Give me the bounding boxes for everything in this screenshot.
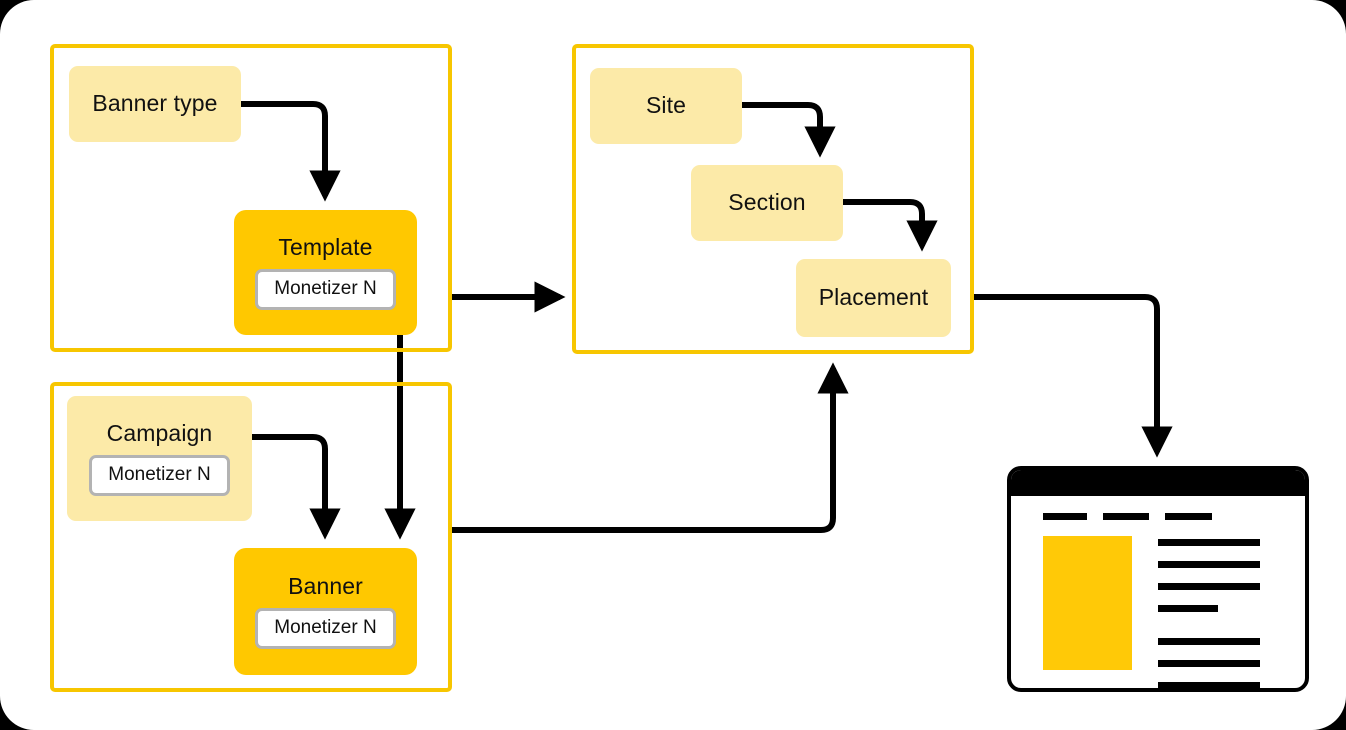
node-campaign[interactable]: Campaign Monetizer N: [67, 396, 252, 521]
web-page-nav: [1011, 496, 1305, 520]
connector-campaign-group-to-inventory-group: [452, 362, 849, 533]
text-line-placeholder: [1158, 605, 1218, 612]
node-banner-monetizer-chip: Monetizer N: [255, 608, 396, 650]
node-template-label: Template: [278, 233, 373, 260]
web-page-content: [1011, 520, 1305, 688]
node-campaign-monetizer-chip: Monetizer N: [89, 455, 230, 497]
ad-slot-placeholder: [1043, 536, 1132, 670]
group-inventory: [572, 44, 974, 354]
web-page-text-column: [1158, 536, 1305, 688]
nav-item-placeholder: [1043, 513, 1087, 520]
text-line-placeholder: [1158, 583, 1260, 590]
text-line-placeholder: [1158, 539, 1260, 546]
text-line-placeholder: [1158, 660, 1260, 667]
browser-title-bar: [1011, 470, 1305, 496]
node-section-label: Section: [728, 189, 806, 216]
node-template[interactable]: Template Monetizer N: [234, 210, 417, 335]
node-site-label: Site: [645, 92, 687, 119]
node-banner-type[interactable]: Banner type: [69, 66, 241, 142]
group-banner-definition: [50, 44, 452, 352]
nav-item-placeholder: [1165, 513, 1212, 520]
node-site[interactable]: Site: [590, 68, 742, 144]
node-placement-label: Placement: [818, 284, 929, 311]
node-banner[interactable]: Banner Monetizer N: [234, 548, 417, 675]
text-line-placeholder: [1158, 682, 1260, 688]
group-campaign-banner: [50, 382, 452, 692]
nav-item-placeholder: [1103, 513, 1149, 520]
web-page-body: [1011, 496, 1305, 688]
node-campaign-label: Campaign: [106, 419, 213, 446]
connector-inventory-group-to-web-page: [974, 294, 1173, 458]
node-placement[interactable]: Placement: [796, 259, 951, 337]
node-banner-type-label: Banner type: [92, 90, 218, 117]
paragraph-gap: [1158, 627, 1305, 638]
text-line-placeholder: [1158, 638, 1260, 645]
node-section[interactable]: Section: [691, 165, 843, 241]
web-page-preview: [1007, 466, 1309, 692]
node-banner-label: Banner: [288, 572, 363, 599]
node-template-monetizer-chip: Monetizer N: [255, 269, 396, 311]
text-line-placeholder: [1158, 561, 1260, 568]
